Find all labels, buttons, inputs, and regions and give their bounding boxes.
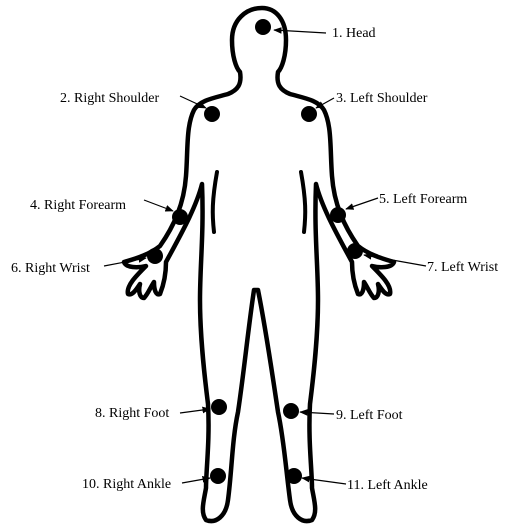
right-wrist-marker bbox=[147, 248, 163, 264]
left-ankle-marker bbox=[286, 468, 302, 484]
label-right-forearm: 4. Right Forearm bbox=[30, 198, 126, 213]
label-head: 1. Head bbox=[332, 26, 376, 41]
right-forearm-leader bbox=[144, 200, 173, 211]
label-right-ankle: 10. Right Ankle bbox=[82, 477, 171, 492]
right-ankle-marker bbox=[210, 468, 226, 484]
label-left-forearm: 5. Left Forearm bbox=[379, 192, 467, 207]
left-wrist-marker bbox=[347, 243, 363, 259]
label-right-wrist: 6. Right Wrist bbox=[11, 261, 90, 276]
left-foot-marker bbox=[283, 403, 299, 419]
left-forearm-leader bbox=[346, 198, 378, 209]
label-right-shoulder: 2. Right Shoulder bbox=[60, 91, 160, 106]
label-left-ankle: 11. Left Ankle bbox=[347, 478, 428, 493]
right-foot-leader bbox=[180, 409, 210, 413]
right-forearm-marker bbox=[172, 209, 188, 225]
left-foot-leader bbox=[300, 412, 334, 414]
right-shoulder-marker bbox=[204, 106, 220, 122]
left-shoulder-marker bbox=[301, 106, 317, 122]
left-ankle-leader bbox=[302, 478, 346, 484]
label-left-wrist: 7. Left Wrist bbox=[427, 260, 498, 275]
left-forearm-marker bbox=[330, 207, 346, 223]
label-right-foot: 8. Right Foot bbox=[95, 406, 169, 421]
label-left-foot: 9. Left Foot bbox=[336, 408, 403, 423]
labels: 1. Head 2. Right Shoulder 3. Left Should… bbox=[11, 26, 498, 493]
right-foot-marker bbox=[211, 399, 227, 415]
head-leader bbox=[274, 30, 326, 33]
human-silhouette bbox=[124, 8, 394, 521]
label-left-shoulder: 3. Left Shoulder bbox=[336, 91, 428, 106]
head-marker bbox=[255, 19, 271, 35]
